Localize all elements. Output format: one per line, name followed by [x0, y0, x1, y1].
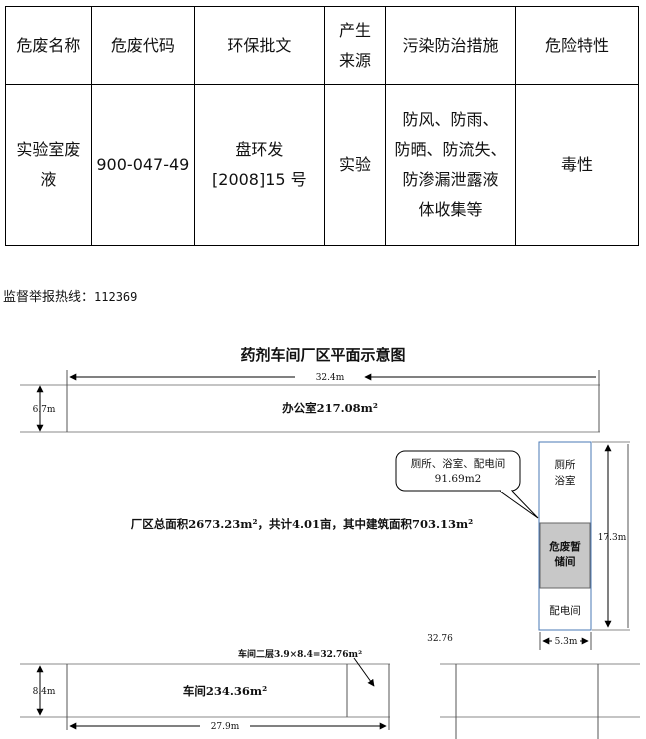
second-floor-label: 车间二层3.9×8.4=32.76m² [238, 648, 362, 660]
toilet-label-1: 厕所 [555, 459, 576, 471]
callout-pointer [499, 490, 539, 519]
hazard-label-2: 储间 [555, 555, 576, 568]
second-floor-pointer [353, 657, 375, 687]
hotline-label: 监督举报热线： [3, 290, 95, 305]
callout-bubble [395, 450, 521, 492]
cell-source: 实验 [323, 84, 387, 246]
header-hazard-property: 危险特性 [514, 6, 640, 85]
header-waste-name: 危废名称 [5, 6, 92, 85]
callout-line1: 厕所、浴室、配电间 [411, 457, 506, 470]
cell-hazard-property: 毒性 [514, 84, 640, 246]
office-label: 办公室217.08m² [282, 401, 378, 415]
header-measures: 污染防治措施 [385, 6, 516, 85]
workshop-label: 车间234.36m² [183, 684, 267, 698]
hazardous-waste-table: 危废名称 危废代码 环保批文 产生来源 污染防治措施 危险特性 实验室废液 90… [5, 6, 640, 246]
workshop-height-label: 8.4m [33, 687, 56, 697]
table-row: 实验室废液 900-047-49 盘环发[2008]15 号 实验 防风、防雨、… [5, 84, 640, 246]
hazard-label-1: 危废暂 [548, 540, 581, 553]
power-room-label: 配电间 [549, 604, 581, 617]
hotline-number: 112369 [94, 290, 138, 304]
total-area-label: 厂区总面积2673.23m²，共计4.01亩，其中建筑面积703.13m² [131, 517, 473, 531]
stray-number: 32.76 [427, 634, 453, 644]
workshop-width-label: 27.9m [211, 722, 240, 732]
header-source: 产生来源 [323, 6, 387, 85]
header-waste-code: 危废代码 [90, 6, 196, 85]
table-header-row: 危废名称 危废代码 环保批文 产生来源 污染防治措施 危险特性 [5, 6, 640, 85]
hazard-storage-room [539, 522, 591, 589]
cell-waste-code: 900-047-49 [90, 84, 196, 246]
right-height-label: 17.3m [598, 533, 627, 543]
plan-title: 药剂车间厂区平面示意图 [240, 346, 406, 364]
office-width-label: 32.4m [316, 373, 345, 383]
cell-measures: 防风、防雨、防晒、防流失、防渗漏泄露液体收集等 [385, 84, 516, 246]
toilet-label-2: 浴室 [555, 474, 576, 487]
right-width-label: 5.3m [555, 637, 578, 647]
cell-waste-name: 实验室废液 [5, 84, 92, 246]
office-height-label: 6.7m [33, 405, 56, 415]
cell-approval: 盘环发[2008]15 号 [194, 84, 325, 246]
hotline: 监督举报热线：112369 [3, 286, 137, 305]
header-approval: 环保批文 [194, 6, 325, 85]
callout-line2: 91.69m2 [435, 473, 482, 485]
